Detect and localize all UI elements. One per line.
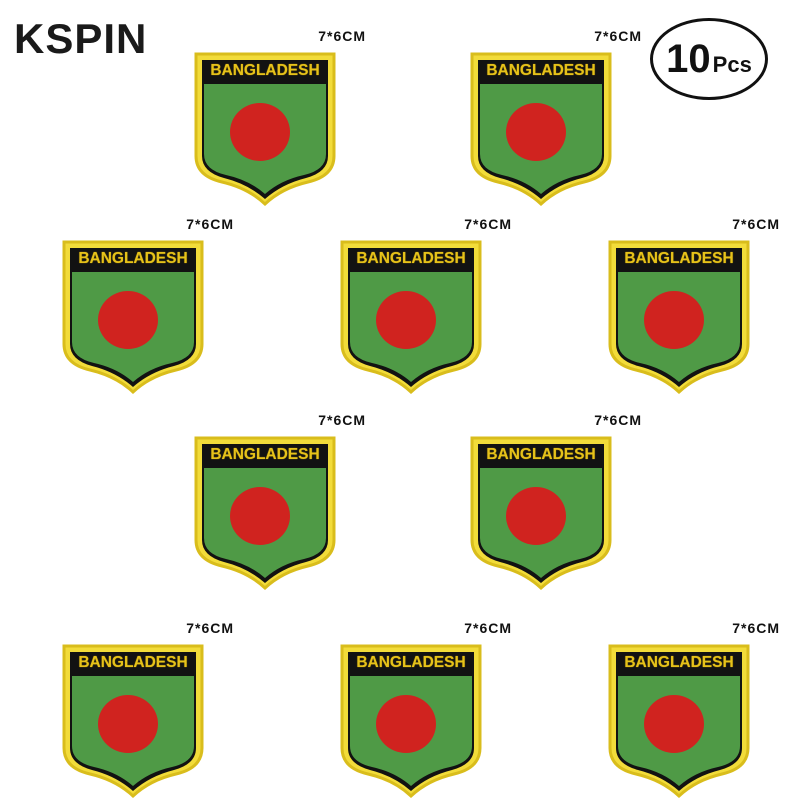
shield-patch-graphic bbox=[470, 52, 612, 207]
patch-size-label: 7*6CM bbox=[594, 28, 642, 44]
patch-country-label: BANGLADESH bbox=[624, 654, 734, 671]
patch-10: BANGLADESH 7*6CM bbox=[604, 620, 779, 800]
shield-patch-graphic bbox=[340, 644, 482, 799]
patch-size-label: 7*6CM bbox=[318, 28, 366, 44]
patch-4: BANGLADESH 7*6CM bbox=[336, 216, 511, 396]
patch-size-label: 7*6CM bbox=[732, 216, 780, 232]
patch-2: BANGLADESH 7*6CM bbox=[466, 28, 641, 208]
patch-country-label: BANGLADESH bbox=[210, 446, 320, 463]
brand-logo: KSPIN bbox=[14, 15, 148, 62]
quantity-number: 10 bbox=[666, 37, 711, 81]
patch-3: BANGLADESH 7*6CM bbox=[58, 216, 233, 396]
patch-size-label: 7*6CM bbox=[318, 412, 366, 428]
patch-size-label: 7*6CM bbox=[464, 620, 512, 636]
shield-patch-graphic bbox=[194, 52, 336, 207]
patch-country-label: BANGLADESH bbox=[624, 250, 734, 267]
shield-patch-graphic bbox=[470, 436, 612, 591]
patch-6: BANGLADESH 7*6CM bbox=[190, 412, 365, 592]
patch-1: BANGLADESH 7*6CM bbox=[190, 28, 365, 208]
shield-patch-graphic bbox=[340, 240, 482, 395]
quantity-unit: Pcs bbox=[712, 52, 752, 77]
patch-country-label: BANGLADESH bbox=[486, 446, 596, 463]
patch-country-label: BANGLADESH bbox=[356, 250, 466, 267]
patch-size-label: 7*6CM bbox=[186, 620, 234, 636]
shield-patch-graphic bbox=[62, 240, 204, 395]
patch-size-label: 7*6CM bbox=[186, 216, 234, 232]
patch-size-label: 7*6CM bbox=[732, 620, 780, 636]
quantity-badge: 10 Pcs bbox=[650, 18, 768, 100]
patch-7: BANGLADESH 7*6CM bbox=[466, 412, 641, 592]
patch-country-label: BANGLADESH bbox=[78, 250, 188, 267]
patch-size-label: 7*6CM bbox=[464, 216, 512, 232]
patch-country-label: BANGLADESH bbox=[356, 654, 466, 671]
patch-size-label: 7*6CM bbox=[594, 412, 642, 428]
patch-country-label: BANGLADESH bbox=[78, 654, 188, 671]
patch-9: BANGLADESH 7*6CM bbox=[336, 620, 511, 800]
shield-patch-graphic bbox=[608, 240, 750, 395]
shield-patch-graphic bbox=[62, 644, 204, 799]
patch-5: BANGLADESH 7*6CM bbox=[604, 216, 779, 396]
patch-8: BANGLADESH 7*6CM bbox=[58, 620, 233, 800]
shield-patch-graphic bbox=[194, 436, 336, 591]
patch-country-label: BANGLADESH bbox=[210, 62, 320, 79]
shield-patch-graphic bbox=[608, 644, 750, 799]
patch-country-label: BANGLADESH bbox=[486, 62, 596, 79]
